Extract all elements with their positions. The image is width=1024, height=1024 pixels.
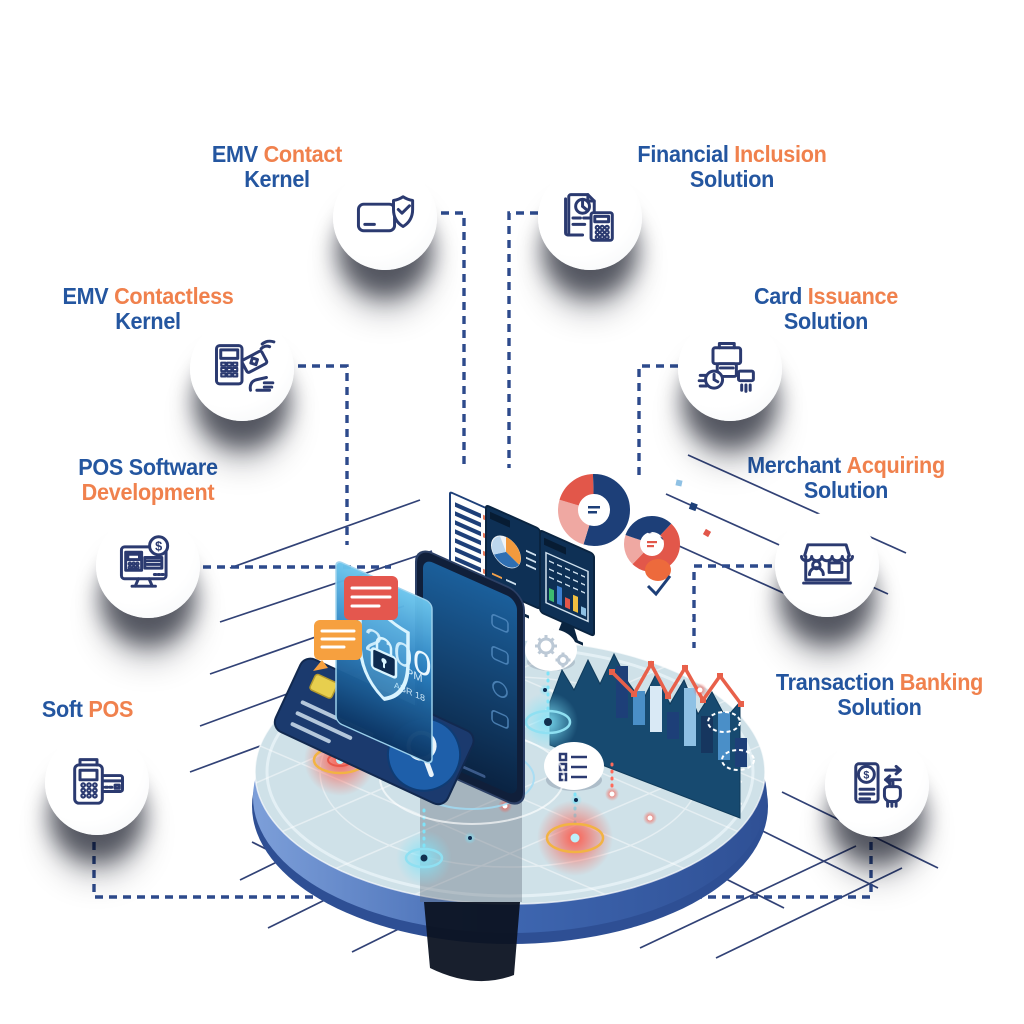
storefront-icon	[775, 513, 879, 617]
speech-bubbles	[313, 576, 398, 671]
dashboard-monitor-bars	[539, 529, 595, 646]
document-calculator-icon	[538, 166, 642, 270]
label-word: Contact	[263, 141, 343, 167]
card-shield-icon	[333, 166, 437, 270]
bar-chart	[594, 573, 857, 767]
contactless-payment-icon	[190, 317, 294, 421]
label-word: Banking	[899, 669, 984, 695]
phone-reflection	[424, 902, 520, 982]
label-word: EMV	[62, 283, 109, 309]
mobile-transfer-icon: $	[825, 733, 929, 837]
label-word: Solution	[689, 166, 775, 192]
label-word: Kernel	[115, 308, 181, 334]
label-pos-software-development: POS Software Development	[16, 455, 279, 505]
label-word: EMV	[211, 141, 258, 167]
label-word: Issuance	[807, 283, 899, 309]
label-word: Contactless	[114, 283, 234, 309]
label-word: Acquiring	[846, 452, 946, 478]
pos-terminal-icon	[45, 731, 149, 835]
label-word: Card	[753, 283, 803, 309]
svg-text:$: $	[155, 539, 162, 554]
label-word: Soft	[41, 696, 83, 722]
card-printer-icon	[678, 317, 782, 421]
donut-charts	[558, 474, 712, 597]
label-word: Merchant	[747, 452, 841, 478]
dashed-connectors	[92, 211, 873, 899]
label-word: Kernel	[244, 166, 310, 192]
label-word: Financial	[637, 141, 729, 167]
label-word: Solution	[803, 477, 889, 503]
shield-lock-icon	[358, 608, 410, 701]
label-word: Development	[81, 479, 215, 505]
label-word: POS Software	[78, 454, 218, 480]
label-word: POS	[88, 696, 134, 722]
label-word: Solution	[837, 694, 922, 720]
pos-monitor-icon: $	[96, 514, 200, 618]
label-word: Inclusion	[734, 141, 827, 167]
svg-text:$: $	[863, 770, 869, 782]
list-panel	[449, 491, 491, 595]
label-word: Transaction	[775, 669, 895, 695]
label-word: Solution	[783, 308, 869, 334]
